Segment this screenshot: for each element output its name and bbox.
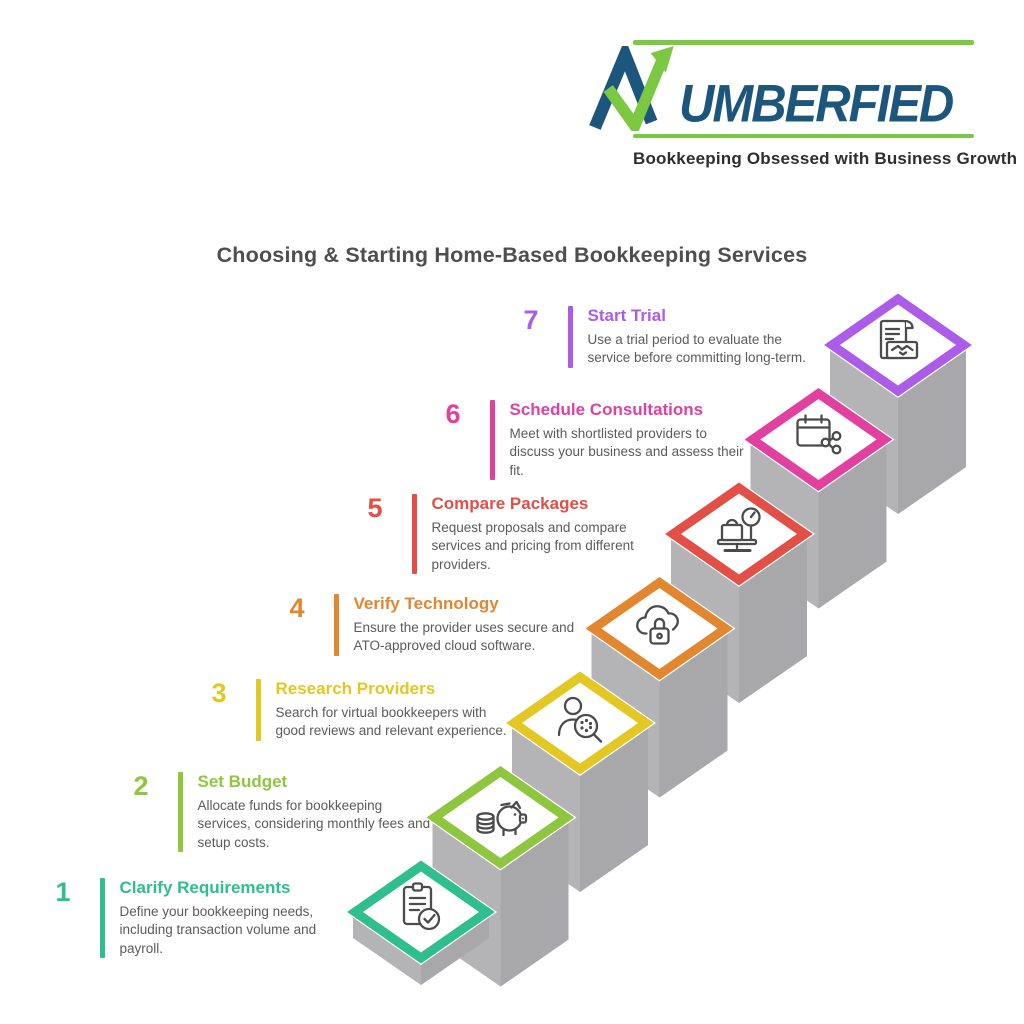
logo-bottom-rule bbox=[633, 133, 974, 138]
stair-step-2 bbox=[424, 764, 577, 987]
step-description: Define your bookkeeping needs, including… bbox=[119, 904, 317, 956]
step-text-2: 2 Set Budget Allocate funds for bookkeep… bbox=[122, 772, 438, 852]
brand-wordmark: UMBERFIED bbox=[587, 45, 974, 133]
logo-top-rule bbox=[633, 40, 974, 45]
calendar-share-icon bbox=[796, 414, 842, 455]
step-number: 4 bbox=[289, 593, 305, 623]
step-description: Use a trial period to evaluate the servi… bbox=[587, 332, 806, 366]
step-title: Verify Technology bbox=[353, 594, 499, 613]
step-accent-bar bbox=[490, 400, 495, 480]
brand-logo: UMBERFIED Bookkeeping Obsessed with Busi… bbox=[589, 40, 1018, 169]
stair-step-4 bbox=[583, 575, 736, 798]
step-number: 5 bbox=[367, 493, 383, 523]
stair-step-3 bbox=[504, 670, 656, 892]
step-accent-bar bbox=[256, 679, 261, 741]
step-text-6: 6 Schedule Consultations Meet with short… bbox=[434, 400, 750, 480]
step-description: Request proposals and compare services a… bbox=[431, 520, 634, 572]
brand-tagline: Bookkeeping Obsessed with Business Growt… bbox=[633, 149, 1018, 168]
clipboard-check-icon bbox=[402, 882, 441, 931]
step-title: Set Budget bbox=[197, 772, 288, 791]
step-accent-bar bbox=[334, 594, 339, 656]
step-text-1: 1 Clarify Requirements Define your bookk… bbox=[44, 878, 360, 958]
page-title: Choosing & Starting Home-Based Bookkeepi… bbox=[216, 243, 808, 268]
step-title: Compare Packages bbox=[431, 494, 589, 513]
step-description: Allocate funds for bookkeeping services,… bbox=[197, 798, 431, 850]
step-number: 3 bbox=[211, 678, 227, 708]
cloud-lock-icon bbox=[636, 605, 679, 645]
step-accent-bar bbox=[100, 878, 105, 958]
step-number: 7 bbox=[523, 305, 539, 335]
stair-step-5 bbox=[663, 481, 815, 703]
step-text-5: 5 Compare Packages Request proposals and… bbox=[356, 494, 672, 574]
step-number: 6 bbox=[445, 399, 461, 429]
step-text-4: 4 Verify Technology Ensure the provider … bbox=[278, 594, 594, 656]
step-title: Schedule Consultations bbox=[509, 400, 704, 419]
step-title: Clarify Requirements bbox=[119, 878, 291, 897]
brand-wordmark-text: UMBERFIED bbox=[679, 74, 954, 133]
piggy-bank-coins-icon bbox=[476, 800, 528, 837]
step-description: Meet with shortlisted providers to discu… bbox=[509, 426, 744, 478]
step-accent-bar bbox=[568, 306, 573, 368]
step-number: 1 bbox=[55, 877, 71, 907]
step-description: Search for virtual bookkeepers with good… bbox=[275, 705, 507, 739]
step-description: Ensure the provider uses secure and ATO-… bbox=[353, 620, 575, 654]
logo-n-growth-arrow-icon bbox=[589, 45, 674, 131]
step-number: 2 bbox=[133, 771, 149, 801]
stair-step-7 bbox=[822, 292, 974, 514]
stair-step-6 bbox=[742, 386, 895, 609]
package-scale-icon bbox=[716, 507, 761, 552]
step-accent-bar bbox=[412, 494, 417, 574]
step-accent-bar bbox=[178, 772, 183, 852]
contract-handshake-icon bbox=[879, 319, 919, 360]
step-title: Start Trial bbox=[587, 306, 666, 325]
person-search-icon bbox=[557, 696, 603, 743]
step-title: Research Providers bbox=[275, 679, 436, 698]
stair-step-1 bbox=[345, 859, 497, 985]
step-text-3: 3 Research Providers Search for virtual … bbox=[200, 679, 516, 741]
step-text-7: 7 Start Trial Use a trial period to eval… bbox=[512, 306, 828, 368]
